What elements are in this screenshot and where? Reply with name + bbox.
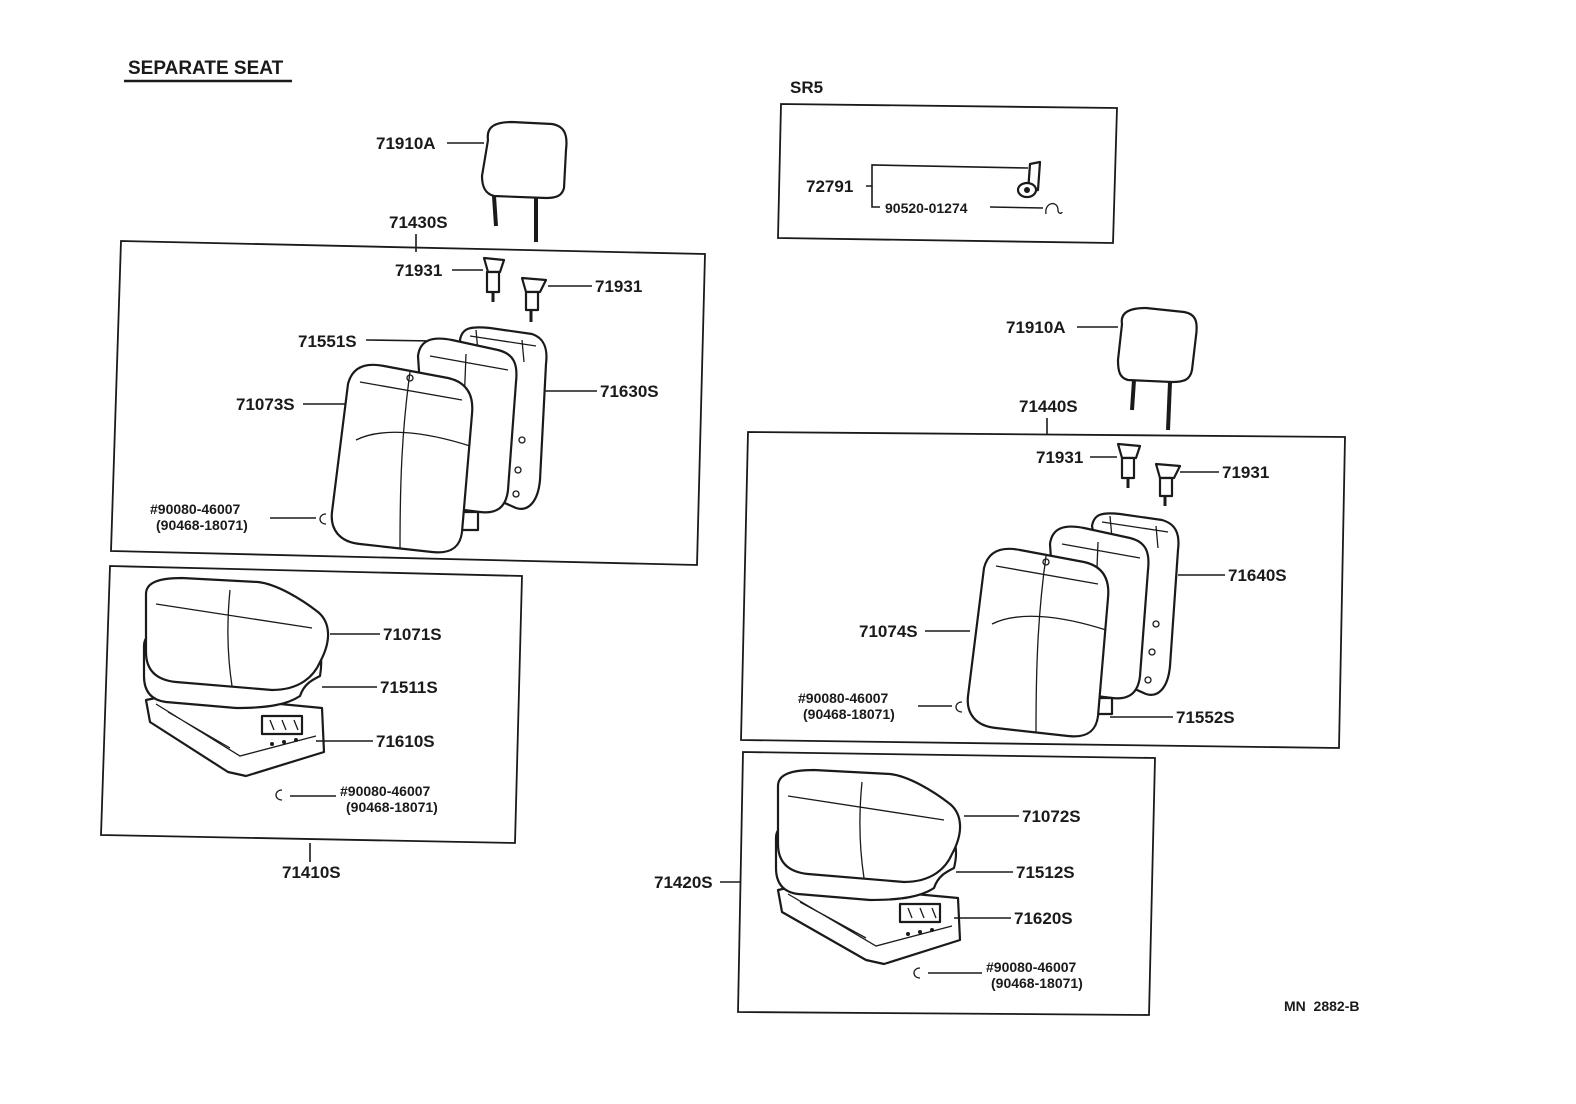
label-right-71931-b: 71931 [1222, 463, 1269, 482]
right-cushion-box [737, 751, 1156, 1016]
label-right-hogring-cushion: #90080-46007 [986, 959, 1077, 975]
left-cushion-box [100, 565, 523, 844]
left-hogring-cushion-icon [275, 789, 283, 801]
label-left-71931-b: 71931 [595, 277, 642, 296]
label-left-71073S: 71073S [236, 395, 295, 414]
label-left-71071S: 71071S [383, 625, 442, 644]
label-left-71931-a: 71931 [395, 261, 442, 280]
label-right-hogring-cushion-alt: (90468-18071) [991, 975, 1083, 991]
label-left-71410S: 71410S [282, 863, 341, 882]
right-guide-a-icon [1116, 442, 1142, 488]
right-back-cover-icon [966, 547, 1110, 738]
label-right-71512S: 71512S [1016, 863, 1075, 882]
sr5-heading: SR5 [790, 78, 823, 97]
label-left-71910A: 71910A [376, 134, 436, 153]
label-left-hogring-cushion-alt: (90468-18071) [346, 799, 438, 815]
label-right-71640S: 71640S [1228, 566, 1287, 585]
left-hogring-back-icon [319, 513, 327, 525]
label-left-hogring-cushion: #90080-46007 [340, 783, 431, 799]
label-right-hogring-back: #90080-46007 [798, 690, 889, 706]
label-left-hogring-back-alt: (90468-18071) [156, 517, 248, 533]
label-right-71620S: 71620S [1014, 909, 1073, 928]
label-right-71420S: 71420S [654, 873, 713, 892]
leader-72791-b [871, 186, 880, 208]
leader-72791-a [866, 164, 1029, 187]
sr5-bolt-icon [1016, 160, 1042, 199]
sr5-box [777, 103, 1118, 244]
label-left-71430S: 71430S [389, 213, 448, 232]
leader-left-71551S [365, 339, 435, 342]
left-headrest-icon [480, 120, 568, 242]
right-hogring-back-icon [955, 701, 963, 713]
label-right-hogring-back-alt: (90468-18071) [803, 706, 895, 722]
label-72791: 72791 [806, 177, 853, 196]
label-left-71610S: 71610S [376, 732, 435, 751]
diagram-title: SEPARATE SEAT [128, 58, 284, 79]
label-left-71511S: 71511S [380, 678, 438, 697]
left-cushion-cover-icon [144, 576, 330, 692]
label-right-71552S: 71552S [1176, 708, 1235, 727]
sr5-clip-icon [1045, 203, 1063, 215]
right-guide-b-icon [1154, 462, 1182, 506]
label-right-71931-a: 71931 [1036, 448, 1083, 467]
left-back-box [110, 240, 706, 566]
label-right-71910A: 71910A [1006, 318, 1066, 337]
label-90520-01274: 90520-01274 [885, 200, 968, 216]
right-cushion-cover-icon [776, 768, 962, 884]
left-guide-a-icon [482, 256, 506, 302]
right-back-box [740, 431, 1346, 749]
left-guide-b-icon [520, 276, 548, 322]
right-hogring-cushion-icon [913, 967, 921, 979]
left-back-cover-icon [330, 363, 474, 554]
right-headrest-icon [1116, 306, 1198, 431]
leader-90520 [989, 206, 1044, 209]
label-right-71074S: 71074S [859, 622, 918, 641]
label-left-71551S: 71551S [298, 332, 357, 351]
label-left-71630S: 71630S [600, 382, 659, 401]
label-left-hogring-back: #90080-46007 [150, 501, 241, 517]
label-right-71440S: 71440S [1019, 397, 1078, 416]
diagram-code: MN 2882-B [1284, 998, 1359, 1014]
label-right-71072S: 71072S [1022, 807, 1081, 826]
